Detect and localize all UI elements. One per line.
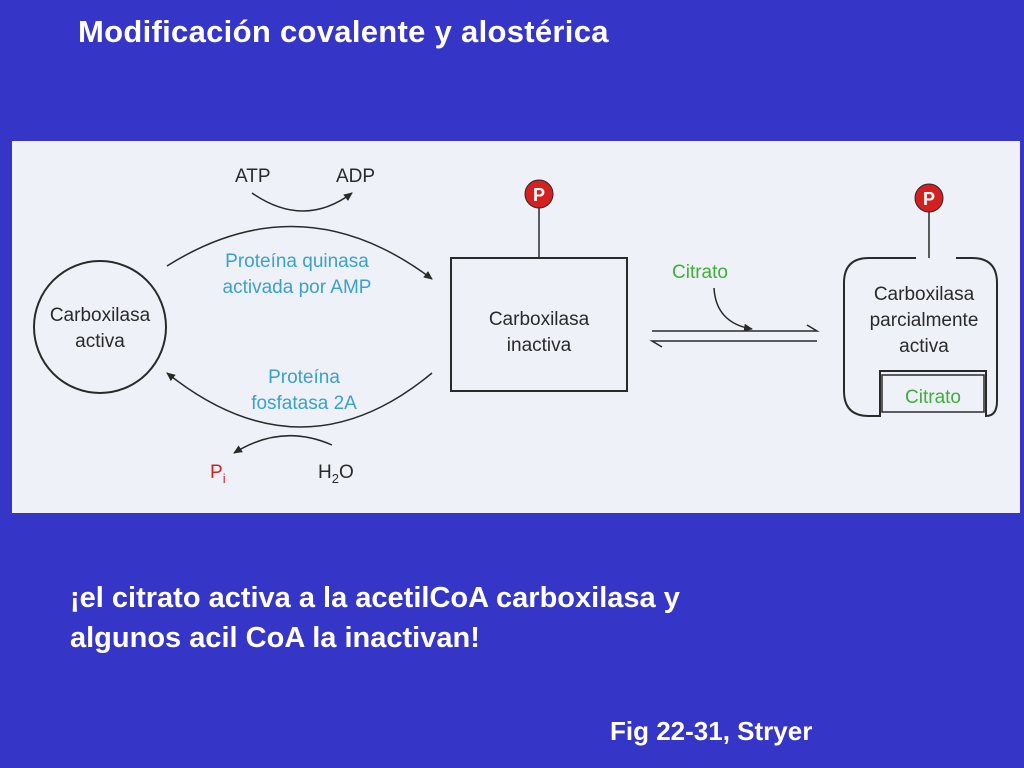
pi-label: Pi	[210, 462, 226, 486]
phosphate-label-inactive: P	[533, 185, 545, 205]
active-carboxylase-label: Carboxilasa	[50, 305, 151, 326]
figure-panel: Carboxilasa activa ATP ADP Proteína quin…	[12, 141, 1020, 513]
kinase-arc	[166, 225, 433, 280]
bound-citrate-box	[881, 374, 985, 413]
h2o-pi-arc	[233, 434, 333, 454]
phosphate-icon-partial	[914, 183, 944, 213]
partial-carboxylase-shape	[843, 257, 998, 418]
slide-title: Modificación covalente y alostérica	[78, 14, 609, 49]
conclusion-statement: ¡el citrato activa a la acetilCoA carbox…	[70, 578, 970, 658]
bound-citrate-label: Citrato	[905, 387, 961, 408]
reverse-equilibrium-arrow	[649, 340, 817, 348]
partial-carboxylase-label: Carboxilasa	[874, 284, 975, 305]
adp-label: ADP	[336, 166, 375, 187]
inactive-carboxylase-label-2: inactiva	[507, 335, 572, 356]
citrate-binding-arrow	[713, 287, 753, 332]
phosphate-icon-inactive	[524, 179, 554, 209]
inactive-carboxylase-label: Carboxilasa	[489, 309, 590, 330]
phosphatase-label-2: fosfatasa 2A	[251, 393, 357, 414]
figure-citation: Fig 22-31, Stryer	[610, 716, 813, 746]
h2o-label: H2O	[318, 462, 354, 486]
inactive-carboxylase-box	[450, 257, 628, 392]
atp-adp-arc	[251, 192, 353, 212]
kinase-label: Proteína quinasa	[225, 251, 369, 272]
partial-carboxylase-label-3: activa	[899, 336, 949, 357]
atp-label: ATP	[235, 166, 271, 187]
kinase-label-2: activada por AMP	[223, 277, 372, 298]
citrate-label: Citrato	[672, 262, 728, 283]
phosphatase-arc	[166, 372, 433, 428]
active-carboxylase-circle	[33, 260, 167, 394]
phosphatase-label: Proteína	[268, 367, 340, 388]
forward-equilibrium-arrow	[652, 324, 820, 332]
statement-line-2: algunos acil CoA la inactivan!	[70, 622, 480, 654]
regulation-diagram: Carboxilasa activa ATP ADP Proteína quin…	[33, 166, 998, 486]
active-carboxylase-label-2: activa	[75, 331, 125, 352]
phosphate-label-partial: P	[923, 189, 935, 209]
statement-line-1: ¡el citrato activa a la acetilCoA carbox…	[70, 582, 680, 614]
partial-carboxylase-label-2: parcialmente	[870, 310, 979, 331]
